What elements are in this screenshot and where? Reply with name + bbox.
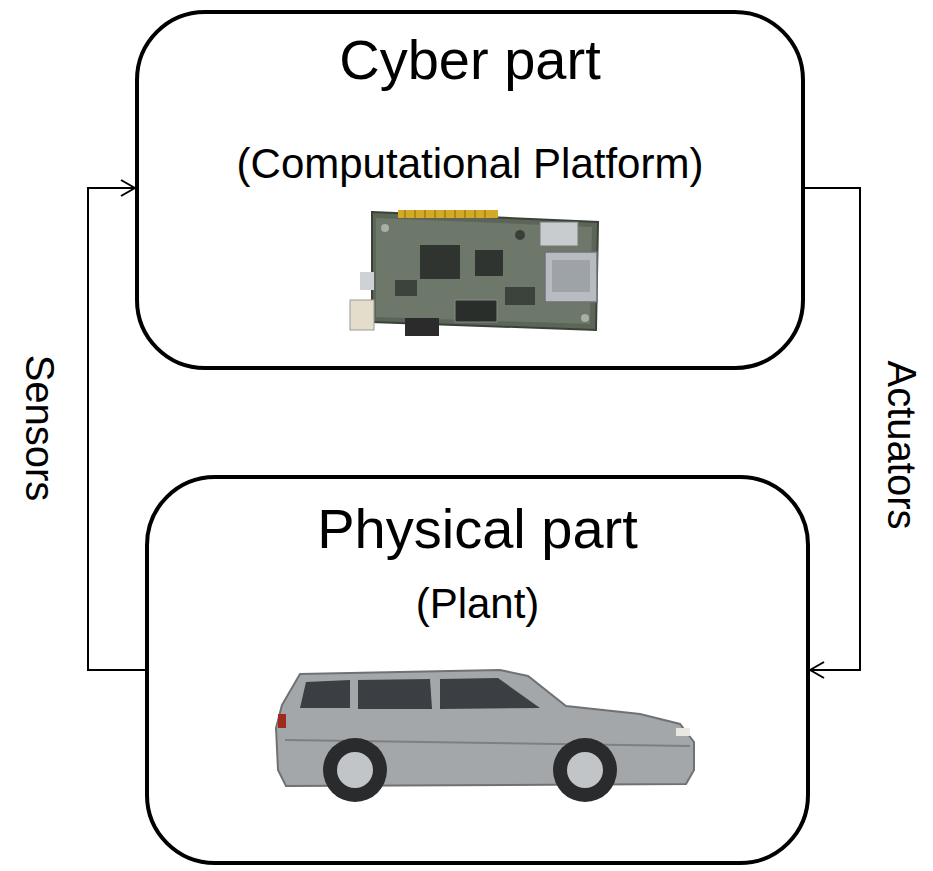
rounded-box: Physical part (Plant) <box>145 475 810 865</box>
arrow-head <box>810 670 824 678</box>
arrow-head <box>121 188 135 196</box>
arrow-head <box>810 662 824 670</box>
connector-line <box>805 188 860 670</box>
board-illustration <box>350 210 598 336</box>
edge-label: Sensors <box>17 355 63 502</box>
feedback-connector <box>805 188 860 678</box>
box-title: Cyber part <box>139 26 801 93</box>
box-title: Physical part <box>149 495 806 562</box>
car-illustration <box>276 670 694 802</box>
edge-label: Actuators <box>879 361 925 530</box>
box-subtitle: (Plant) <box>149 579 806 629</box>
box-subtitle: (Computational Platform) <box>139 139 801 189</box>
arrow-head <box>121 180 135 188</box>
rounded-box: Cyber part (Computational Platform) <box>135 10 805 370</box>
